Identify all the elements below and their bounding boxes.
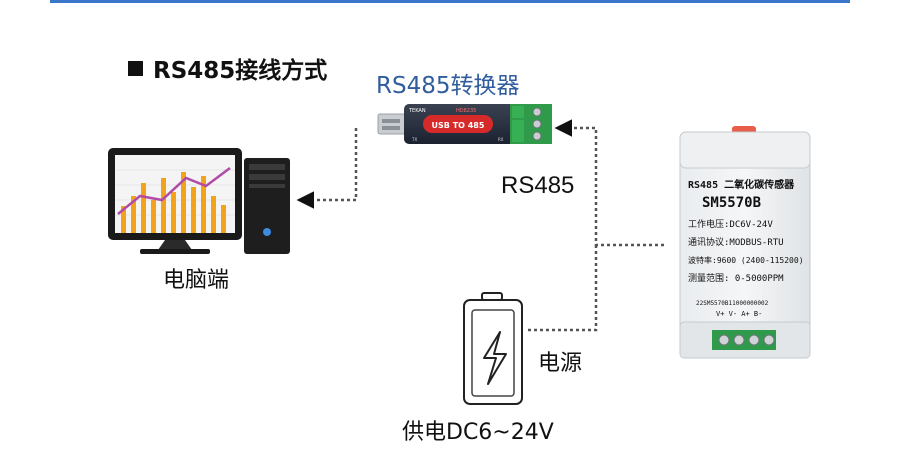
pc-tower-icon (244, 158, 290, 254)
sensor-model: SM5570B (702, 195, 761, 211)
power-label: 电源 (538, 351, 583, 376)
sensor-title: RS485 二氧化碳传感器 (688, 178, 795, 191)
supply-label: 供电DC6~24V (402, 420, 554, 445)
monitor-icon (108, 148, 242, 254)
rs485-bus-label: RS485 (501, 172, 575, 199)
converter-brand-left: TEKAN (408, 108, 426, 114)
sensor-range: 测量范围: 0-5000PPM (688, 272, 784, 284)
converter-badge: USB TO 485 (432, 121, 485, 130)
pc-to-converter-line (296, 128, 358, 209)
usb-to-485-converter (377, 104, 552, 144)
converter-brand-right: HD8235 (456, 108, 476, 114)
sensor-serial: 22SM5570B11000000002 (696, 300, 769, 307)
converter-rx-label: RX (498, 137, 504, 142)
section-title-text: RS485接线方式 (153, 58, 328, 84)
sensor-to-converter-line (554, 119, 664, 247)
power-line (528, 245, 598, 332)
sensor-terminals: V+ V- A+ B- (716, 310, 762, 318)
sensor-voltage: 工作电压:DC6V-24V (688, 218, 773, 230)
computer-label: 电脑端 (163, 268, 230, 293)
converter-title: RS485转换器 (376, 73, 520, 99)
converter-tx-label: TX (411, 137, 417, 142)
sensor-baud: 波特率:9600 (2400-115200) (688, 255, 804, 265)
co2-sensor-module (679, 126, 811, 359)
bullet-square-icon (128, 60, 143, 76)
section-title: RS485接线方式 (128, 52, 327, 84)
battery-icon (463, 292, 523, 405)
sensor-protocol: 通讯协议:MODBUS-RTU (688, 236, 784, 248)
top-divider (50, 0, 850, 3)
